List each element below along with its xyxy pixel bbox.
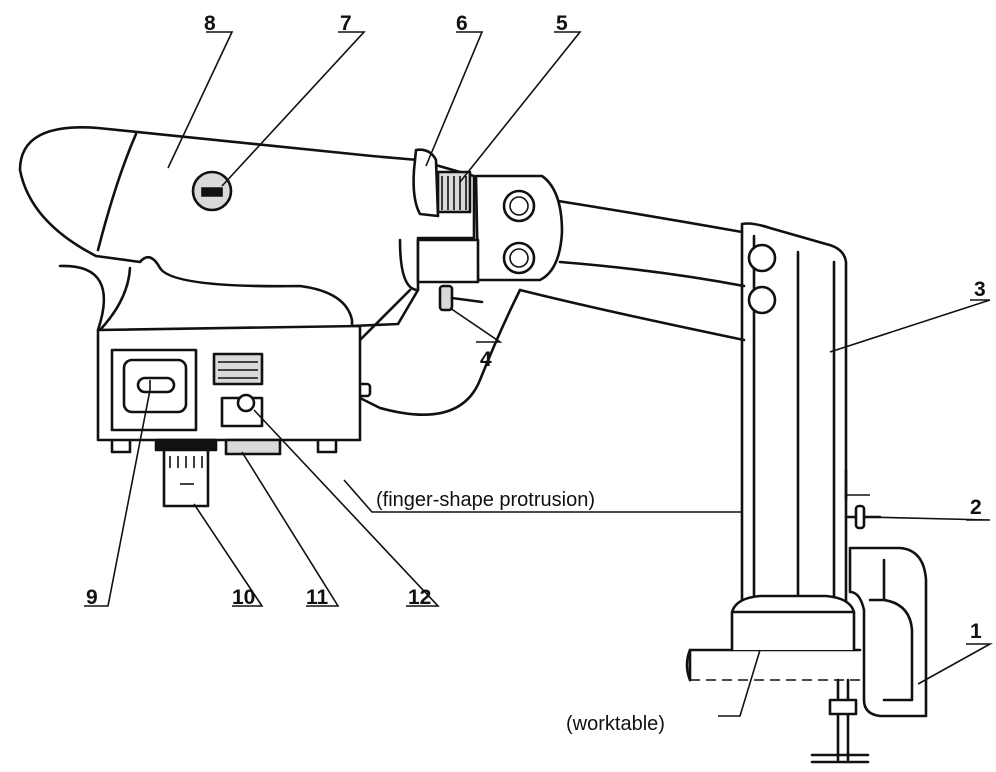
arm bbox=[518, 198, 746, 342]
callout-2: 2 bbox=[970, 496, 982, 519]
callout-6: 6 bbox=[456, 12, 468, 35]
leader-2 bbox=[865, 516, 991, 521]
callout-9: 9 bbox=[86, 586, 98, 609]
leader-3 bbox=[829, 299, 991, 353]
callout-3: 3 bbox=[974, 278, 986, 301]
callout-numbers: 8 7 6 5 4 3 2 1 9 10 11 12 bbox=[86, 12, 986, 643]
annotations: (finger-shape protrusion) (worktable) bbox=[376, 489, 665, 735]
head-body bbox=[18, 126, 476, 332]
clamp bbox=[810, 546, 928, 764]
callout-11: 11 bbox=[306, 586, 329, 609]
leader-5 bbox=[459, 31, 582, 183]
callout-1: 1 bbox=[970, 620, 982, 643]
leader-11 bbox=[241, 451, 340, 607]
leader-8 bbox=[167, 31, 234, 169]
worktable-label: (worktable) bbox=[566, 713, 665, 735]
worktable bbox=[685, 648, 862, 682]
leader-4 bbox=[449, 307, 503, 343]
leader-9 bbox=[84, 389, 151, 607]
column bbox=[740, 222, 870, 612]
leader-1 bbox=[917, 643, 994, 685]
callout-7: 7 bbox=[340, 12, 352, 35]
leader-10 bbox=[193, 503, 264, 607]
leader-12 bbox=[253, 409, 440, 607]
column-base bbox=[730, 594, 856, 652]
hinge-block bbox=[474, 174, 564, 282]
parts-5-6 bbox=[412, 148, 480, 284]
callout-5: 5 bbox=[556, 12, 568, 35]
callout-10: 10 bbox=[232, 586, 255, 609]
leader-worktable bbox=[718, 649, 761, 717]
leader-6 bbox=[425, 31, 484, 167]
finger-protrusion-label: (finger-shape protrusion) bbox=[376, 489, 595, 511]
leader-7 bbox=[221, 31, 366, 187]
leader-finger bbox=[343, 479, 742, 513]
callout-4: 4 bbox=[480, 348, 492, 371]
part-4-lever bbox=[438, 284, 484, 312]
callout-12: 12 bbox=[408, 586, 431, 609]
base-box bbox=[96, 324, 362, 508]
callout-8: 8 bbox=[204, 12, 216, 35]
leader-lines bbox=[84, 31, 994, 717]
